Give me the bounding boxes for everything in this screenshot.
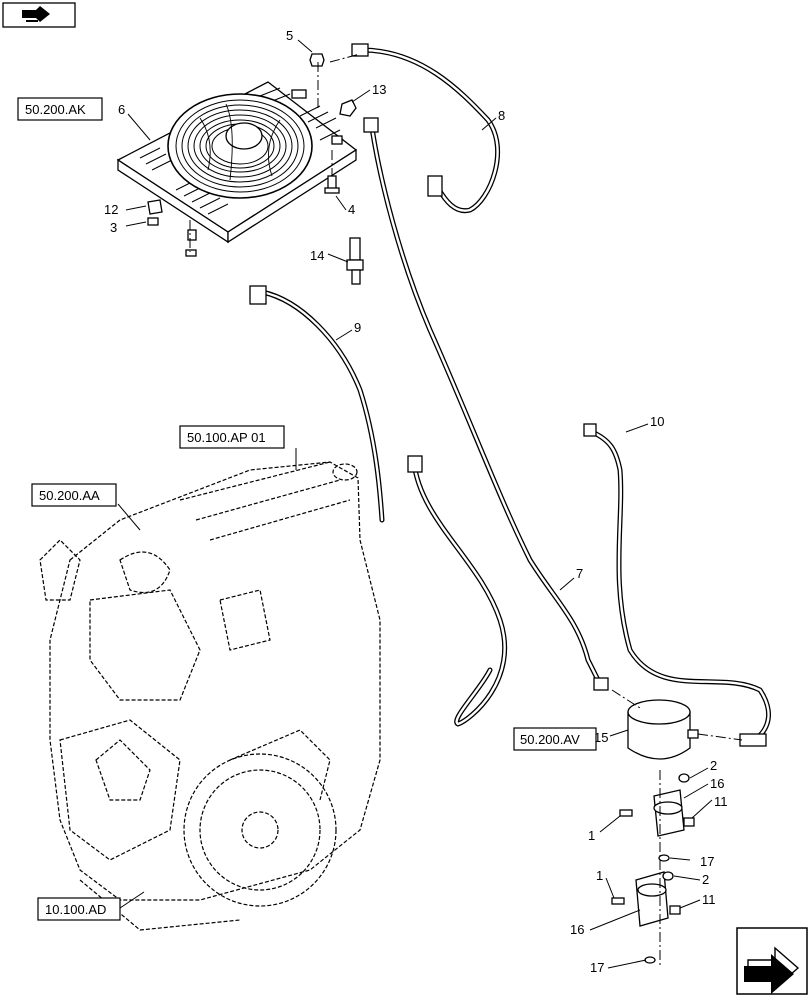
screw-part-1-lower xyxy=(611,897,625,905)
callout-4: 4 xyxy=(348,202,355,217)
book-arrow-icon[interactable] xyxy=(2,2,76,28)
reference-50-100-ap-01[interactable]: 50.100.AP 01 xyxy=(179,425,285,449)
washer-part-17-lower xyxy=(644,956,656,964)
callout-8: 8 xyxy=(498,108,505,123)
callout-5: 5 xyxy=(286,28,293,43)
hose-part-7 xyxy=(363,117,609,691)
svg-text:50.200.AV: 50.200.AV xyxy=(520,732,580,747)
nut-part-5 xyxy=(309,53,325,67)
assembly-centerline-fan xyxy=(317,53,361,110)
callout-6: 6 xyxy=(118,102,125,117)
nut-part-11-upper xyxy=(683,817,695,827)
hose-part-8 xyxy=(351,43,500,214)
callout-1-upper: 1 xyxy=(588,828,595,843)
callout-13: 13 xyxy=(372,82,386,97)
callout-16-lower: 16 xyxy=(570,922,584,937)
svg-text:50.200.AA: 50.200.AA xyxy=(39,488,100,503)
leader-lines xyxy=(117,39,713,969)
nut-part-11-lower xyxy=(669,905,681,915)
callout-16-upper: 16 xyxy=(710,776,724,791)
callout-9: 9 xyxy=(354,320,361,335)
svg-text:10.100.AD: 10.100.AD xyxy=(45,902,106,917)
callout-14: 14 xyxy=(310,248,324,263)
hose-part-9 xyxy=(249,285,385,523)
clamp-part-16-upper xyxy=(653,789,685,837)
callout-7: 7 xyxy=(576,566,583,581)
bolt-part-3 xyxy=(147,217,159,226)
assembly-centerline-hose xyxy=(611,689,641,709)
callout-11-upper: 11 xyxy=(714,794,728,809)
washer-part-2-lower xyxy=(662,871,674,881)
hose-loop xyxy=(407,455,508,727)
assembly-centerline-bolt xyxy=(189,150,333,252)
reference-50-200-aa[interactable]: 50.200.AA xyxy=(31,483,117,507)
callout-2-upper: 2 xyxy=(710,758,717,773)
washer-part-17-upper xyxy=(658,854,670,862)
hose-part-10 xyxy=(583,423,771,747)
receiver-drier-part-15 xyxy=(627,699,699,760)
pressure-switch-part-14 xyxy=(346,237,364,285)
clamp-part-16-lower xyxy=(635,871,669,927)
reference-10-100-ad[interactable]: 10.100.AD xyxy=(37,897,121,921)
condenser-fan-assembly xyxy=(116,81,358,244)
callout-2-lower: 2 xyxy=(702,872,709,887)
callout-3: 3 xyxy=(110,220,117,235)
washer-part-2-upper xyxy=(678,773,690,783)
svg-text:50.100.AP 01: 50.100.AP 01 xyxy=(187,430,266,445)
engine-phantom xyxy=(39,461,381,931)
next-page-arrow-icon[interactable] xyxy=(736,927,808,995)
reference-50-200-ak[interactable]: 50.200.AK xyxy=(17,97,103,121)
svg-text:50.200.AK: 50.200.AK xyxy=(25,102,86,117)
callout-10: 10 xyxy=(650,414,664,429)
screw-part-1-upper xyxy=(619,809,633,817)
grommet-part-13 xyxy=(339,99,357,117)
callout-11-lower: 11 xyxy=(702,892,716,907)
assembly-centerline-outlet xyxy=(697,733,743,741)
fastener-small xyxy=(185,229,197,257)
callout-12: 12 xyxy=(104,202,118,217)
reference-50-200-av[interactable]: 50.200.AV xyxy=(513,727,597,751)
callout-1-lower: 1 xyxy=(596,868,603,883)
callout-15: 15 xyxy=(594,730,608,745)
callout-17-upper: 17 xyxy=(700,854,714,869)
callout-17-lower: 17 xyxy=(590,960,604,975)
bracket-part-12 xyxy=(147,199,163,215)
